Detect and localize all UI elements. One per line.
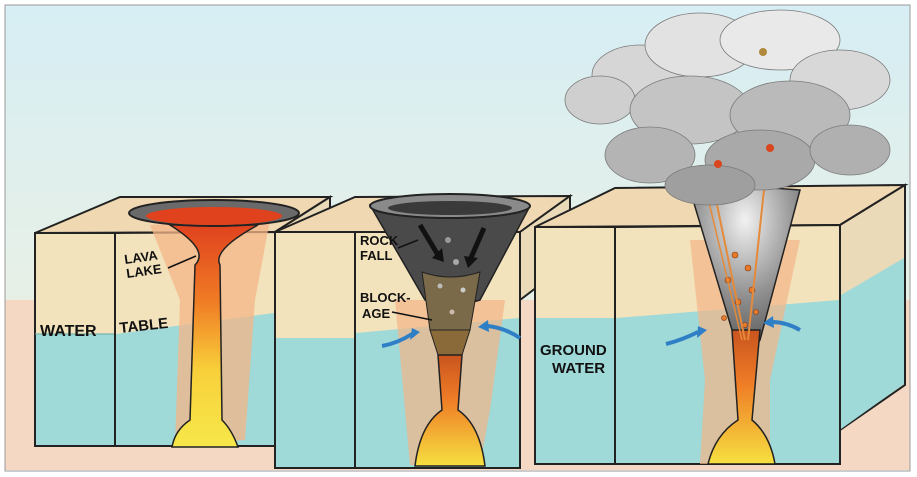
label-lava: LAVA <box>123 247 159 267</box>
flow-arrow-right-block3 <box>763 316 801 332</box>
label-rock: ROCK <box>360 233 399 248</box>
block-rock-fall <box>274 193 574 469</box>
ash-cloud <box>564 9 891 206</box>
block-eruption <box>534 151 909 465</box>
volcanic-bombs <box>714 48 774 168</box>
label-ground: GROUND <box>540 342 607 359</box>
frame <box>4 4 911 472</box>
label-age: AGE <box>362 306 391 321</box>
block-lava-lake <box>34 195 334 448</box>
label-blockage: BLOCK- AGE <box>360 290 433 321</box>
label-lake: LAKE <box>125 261 162 281</box>
label-groundwater: WATER <box>552 360 605 377</box>
label-lava-lake: LAVA LAKE <box>123 247 197 281</box>
flow-arrow-left-block3 <box>665 326 707 346</box>
label-block: BLOCK- <box>360 290 411 305</box>
label-fall: FALL <box>360 248 393 263</box>
label-table: TABLE <box>119 315 169 337</box>
label-rock-fall: ROCK FALL <box>360 233 419 263</box>
label-water: WATER <box>40 323 97 340</box>
flow-arrow-left-block2 <box>381 328 420 348</box>
flow-arrow-right-block2 <box>478 320 522 340</box>
